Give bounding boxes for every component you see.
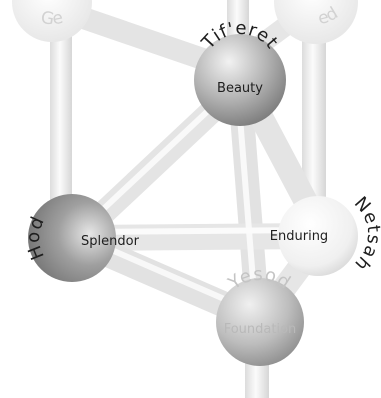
tiferet-meaning: Beauty <box>217 81 263 96</box>
netsah-meaning: Enduring <box>270 229 328 244</box>
hod-meaning: Splendor <box>81 234 140 249</box>
node-gevurah: Ge <box>12 0 92 42</box>
gevurah-label: Ge <box>39 8 64 30</box>
svg-text:Ge: Ge <box>39 8 64 30</box>
yesod-meaning: Foundation <box>224 322 297 337</box>
node-yesod: Yesod Foundation <box>216 264 304 366</box>
node-netsah: Netsah Enduring <box>270 193 381 276</box>
